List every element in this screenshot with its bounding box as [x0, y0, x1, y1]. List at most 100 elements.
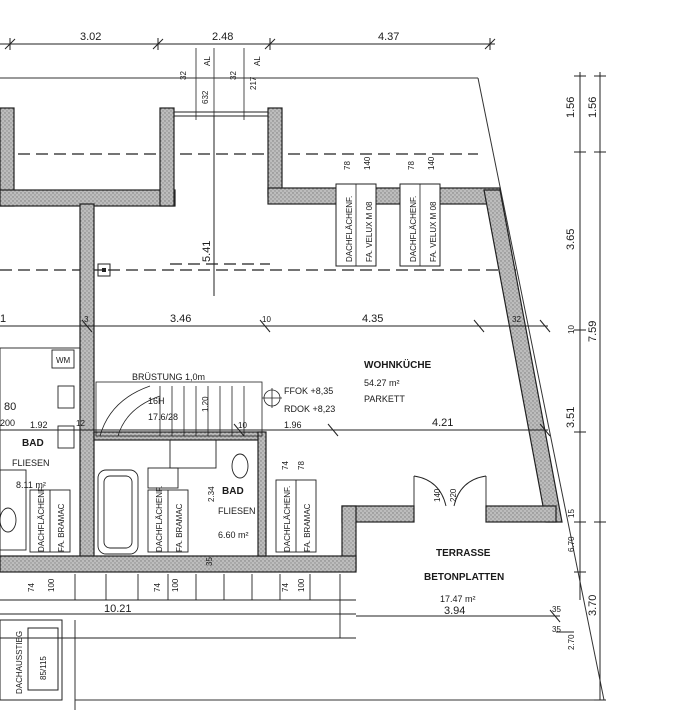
terrace-door-w: 140 — [433, 488, 442, 502]
right-dim-759: 7.59 — [587, 321, 599, 342]
mid-dim-1: 1 — [0, 313, 6, 325]
bramac-window-1 — [29, 489, 71, 553]
stair-brustung: BRÜSTUNG 1,0m — [132, 372, 205, 382]
right-dimension-lines — [574, 72, 606, 701]
stair-dim-421: 4.21 — [432, 417, 453, 429]
terrasse-dim-35a: 35 — [552, 605, 561, 614]
lower-dim-74a: 74 — [27, 583, 36, 592]
bramac-window-2-label: DACHFLÄCHENF. — [155, 486, 164, 552]
terrace-door — [413, 475, 487, 522]
dachausstieg-size: 85/115 — [39, 656, 48, 680]
bad-left-area: 8.11 m² — [16, 480, 46, 490]
railing — [0, 574, 356, 639]
right-dim-670: 6.70 — [567, 536, 576, 552]
terrace-door-h: 220 — [449, 488, 458, 502]
stair-ffok: FFOK +8,35 — [284, 386, 333, 396]
dormer-outline — [174, 111, 268, 296]
bad-left-floor: FLIESEN — [12, 458, 50, 468]
bramac-window-1-label: DACHFLÄCHENF. — [37, 486, 46, 552]
roof-window-1-w: 78 — [343, 161, 352, 170]
lower-dim-100a: 100 — [47, 578, 56, 592]
bramac-window-1-sub: FA. BRAMAC — [57, 503, 66, 552]
wohnkueche-floor: PARKETT — [364, 394, 405, 404]
stair-120: 1.20 — [201, 396, 210, 412]
roof-window-2-w: 78 — [407, 161, 416, 170]
lower-dim-100b: 100 — [171, 578, 180, 592]
terrasse-dim-394: 3.94 — [444, 605, 465, 617]
mid-dim-32: 32 — [512, 315, 521, 324]
roof-window-1-label: DACHFLÄCHENF. — [345, 196, 354, 262]
stair-rdok: RDOK +8,23 — [284, 404, 335, 414]
bad-left-wm: WM — [56, 356, 71, 365]
terrasse-dimension — [356, 609, 574, 633]
roof-window-1 — [335, 183, 377, 267]
lower-dim-74c: 74 — [281, 583, 290, 592]
mid-dim-10: 10 — [262, 315, 271, 324]
dachausstieg — [0, 619, 63, 701]
dormer-al-1: AL — [203, 56, 212, 66]
wohnkueche-area: 54.27 m² — [364, 378, 400, 388]
terrasse-dim-270: 2.70 — [567, 634, 576, 650]
top-dim-437: 4.37 — [378, 31, 399, 43]
dormer-dim-32b: 32 — [229, 71, 238, 80]
wohnkueche-name: WOHNKÜCHE — [364, 358, 432, 371]
lower-dim-1021: 10.21 — [104, 603, 132, 615]
mid-dimension-line — [0, 319, 551, 333]
dormer-al-2: AL — [253, 56, 262, 66]
terrasse-dim-35b: 35 — [552, 625, 561, 634]
bad-right-area: 6.60 m² — [218, 530, 249, 540]
roof-window-2-h: 140 — [427, 156, 436, 170]
terrasse-floor: BETONPLATTEN — [424, 572, 504, 583]
dormer-dim-217: 217 — [249, 76, 258, 90]
dim-541: 5.41 — [201, 241, 213, 262]
roof-window-2-sub: FA. VELUX M 08 — [429, 201, 438, 262]
dachausstieg-label: DACHAUSSTIEG — [15, 631, 24, 694]
mid-dim-435: 4.35 — [362, 313, 383, 325]
right-dim-351: 3.51 — [565, 407, 577, 428]
terrasse-name: TERRASSE — [436, 548, 491, 559]
bad-right-floor: FLIESEN — [218, 506, 256, 516]
roof-window-1-h: 140 — [363, 156, 372, 170]
dashed-slope-lines — [0, 153, 518, 271]
bad-right-234: 2.34 — [207, 486, 216, 502]
roof-outline — [0, 77, 605, 710]
top-dim-302: 3.02 — [80, 31, 101, 43]
roof-window-1-sub: FA. VELUX M 08 — [365, 201, 374, 262]
bramac-window-3 — [275, 479, 317, 553]
stair-dim-196: 1.96 — [284, 420, 302, 430]
terrasse-area: 17.47 m² — [440, 594, 476, 604]
top-dimension-line — [0, 38, 496, 50]
bramac-window-3-label: DACHFLÄCHENF. — [283, 486, 292, 552]
bad-right-74: 74 — [281, 461, 290, 470]
right-dim-15: 15 — [567, 509, 576, 518]
dormer-dim-632: 632 — [201, 90, 210, 104]
bramac-window-3-sub: FA. BRAMAC — [303, 503, 312, 552]
top-dim-248: 2.48 — [212, 31, 233, 43]
bad-right-name: BAD — [222, 486, 244, 497]
bad-left-80: 80 — [4, 401, 16, 413]
dormer-dim-lines — [195, 48, 245, 120]
staircase — [95, 381, 282, 437]
bad-right-78: 78 — [297, 461, 306, 470]
roof-window-2-label: DACHFLÄCHENF. — [409, 196, 418, 262]
stair-ratio: 17.6/28 — [148, 412, 178, 422]
roof-window-2 — [399, 183, 441, 267]
bad-right-fixtures — [97, 439, 249, 555]
walls — [0, 107, 563, 573]
lower-dim-35: 35 — [205, 557, 214, 566]
bad-left-192: 1.92 — [30, 420, 48, 430]
mid-dim-346: 3.46 — [170, 313, 191, 325]
bramac-window-2 — [147, 489, 189, 553]
bad-left-200: 200 — [0, 418, 15, 428]
right-dim-156b: 1.56 — [587, 97, 599, 118]
stair-steps: 16H — [148, 396, 165, 406]
bramac-window-2-sub: FA. BRAMAC — [175, 503, 184, 552]
dormer-dim-32a: 32 — [179, 71, 188, 80]
right-dim-156a: 1.56 — [565, 97, 577, 118]
lower-dim-100c: 100 — [297, 578, 306, 592]
mid-dim-3: 3 — [84, 315, 89, 324]
right-dim-370: 3.70 — [587, 595, 599, 616]
bad-left-12: 12 — [76, 419, 85, 428]
duct-box — [97, 263, 111, 277]
